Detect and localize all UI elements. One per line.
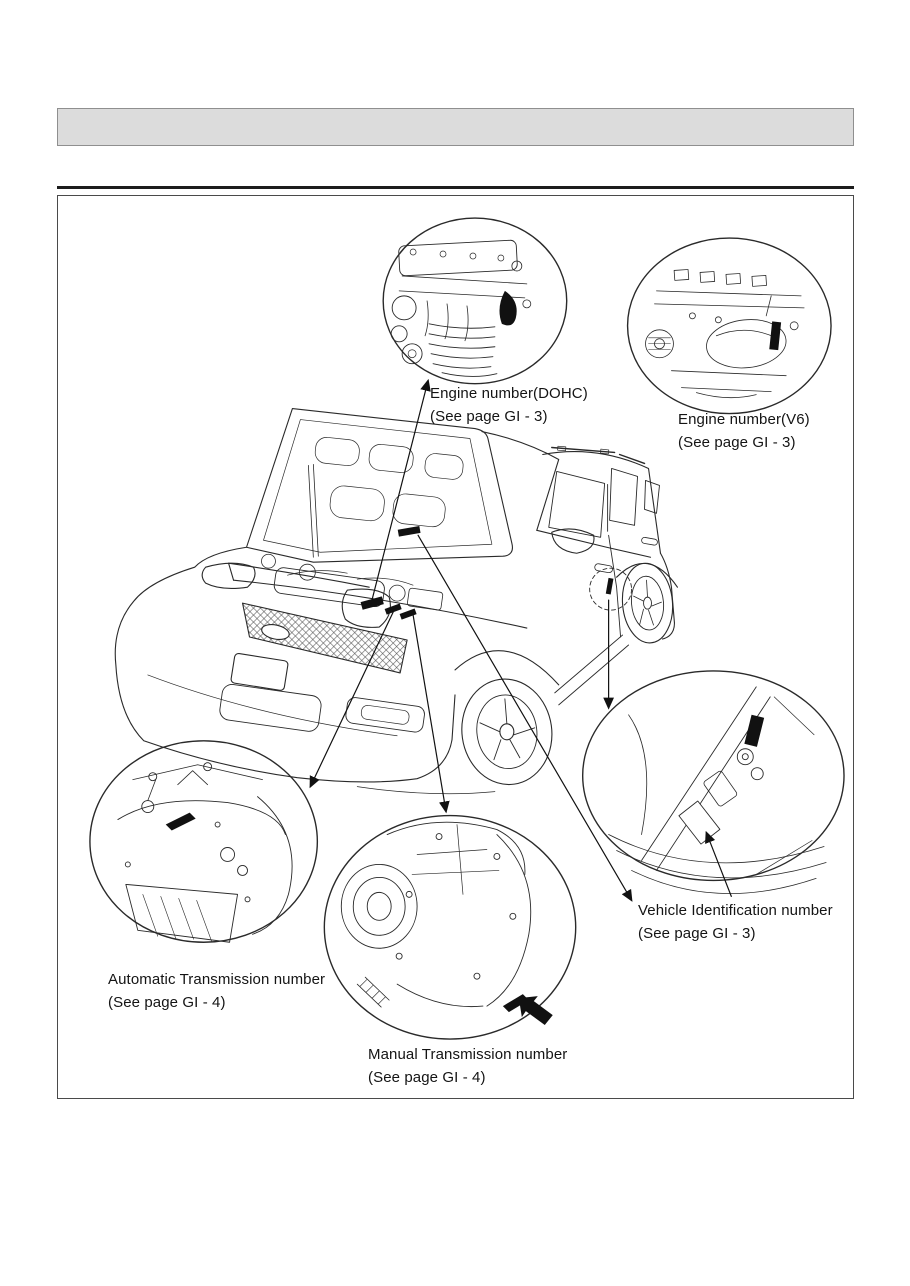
label-manual-transmission-line2: (See page GI - 4) bbox=[368, 1069, 486, 1086]
door-jamb-label-marker bbox=[744, 714, 765, 747]
open-hood bbox=[245, 408, 513, 563]
arrow-label-to-vin-plate bbox=[705, 830, 732, 897]
detail-circle-manual-transmission bbox=[323, 814, 577, 1040]
label-auto-transmission-line1: Automatic Transmission number bbox=[108, 971, 326, 988]
front-fascia bbox=[114, 546, 456, 783]
label-engine-v6-line1: Engine number(V6) bbox=[678, 411, 810, 428]
front-door-handle bbox=[594, 563, 613, 574]
label-manual-transmission: Manual Transmission number (See page GI … bbox=[368, 1043, 567, 1089]
vin-plate bbox=[678, 800, 721, 845]
page-header-band bbox=[57, 108, 854, 146]
door-vin-marker bbox=[605, 577, 614, 595]
section-divider-rule bbox=[57, 186, 854, 189]
grille bbox=[241, 602, 408, 674]
cowl-vin-marker bbox=[397, 525, 421, 537]
label-engine-dohc-line2: (See page GI - 3) bbox=[430, 408, 548, 425]
label-engine-v6-line2: (See page GI - 3) bbox=[678, 434, 796, 451]
arrow-engine-to-auto-circle bbox=[309, 611, 394, 789]
rear-door-handle bbox=[641, 537, 658, 546]
diagram-frame: Engine number(DOHC) (See page GI - 3) En… bbox=[57, 195, 854, 1099]
side-mirror bbox=[551, 528, 595, 554]
label-engine-v6: Engine number(V6) (See page GI - 3) bbox=[678, 408, 810, 454]
v6-number-location bbox=[769, 321, 782, 351]
label-vin: Vehicle Identification number (See page … bbox=[638, 899, 833, 945]
dashed-highlight-circle bbox=[589, 567, 633, 611]
right-headlamp bbox=[341, 588, 391, 628]
label-manual-transmission-line1: Manual Transmission number bbox=[368, 1046, 568, 1063]
location-markers bbox=[360, 525, 421, 620]
detail-circle-engine-v6 bbox=[626, 237, 832, 415]
left-headlamp bbox=[201, 562, 256, 590]
bold-pointer-arrow bbox=[518, 996, 553, 1026]
fog-lamp bbox=[345, 697, 425, 733]
cabin-upper-body bbox=[481, 430, 662, 638]
transmission-marker-a bbox=[384, 603, 402, 615]
label-engine-dohc: Engine number(DOHC) (See page GI - 3) bbox=[430, 382, 588, 428]
arrow-engine-to-manual-circle bbox=[412, 614, 450, 814]
label-auto-transmission-line2: (See page GI - 4) bbox=[108, 994, 226, 1011]
arrow-engine-to-dohc-circle bbox=[371, 378, 431, 600]
kia-badge bbox=[261, 624, 290, 641]
detail-circle-door-jamb bbox=[581, 670, 845, 894]
label-vin-line1: Vehicle Identification number bbox=[638, 902, 833, 919]
vehicle-diagram-svg bbox=[89, 217, 845, 1040]
detail-circle-engine-dohc bbox=[382, 217, 568, 385]
engine-valve-cover bbox=[273, 567, 385, 608]
label-engine-dohc-line1: Engine number(DOHC) bbox=[430, 385, 588, 402]
arrow-cowl-to-vin-label bbox=[417, 534, 633, 902]
auto-trans-number-location bbox=[165, 812, 196, 831]
detail-circle-auto-transmission bbox=[89, 740, 319, 943]
label-vin-line2: (See page GI - 3) bbox=[638, 925, 756, 942]
lower-body bbox=[356, 552, 678, 795]
door-jamb-reference bbox=[589, 567, 633, 611]
transmission-marker-b bbox=[399, 608, 417, 620]
engine-number-marker bbox=[360, 596, 384, 610]
hood-prop-rod bbox=[307, 464, 319, 558]
license-plate bbox=[230, 652, 289, 691]
leader-arrows bbox=[309, 378, 732, 902]
bumper-intake bbox=[219, 683, 322, 732]
dohc-number-location bbox=[499, 290, 517, 326]
label-auto-transmission: Automatic Transmission number (See page … bbox=[108, 968, 325, 1014]
vehicle-drawing bbox=[114, 408, 678, 795]
